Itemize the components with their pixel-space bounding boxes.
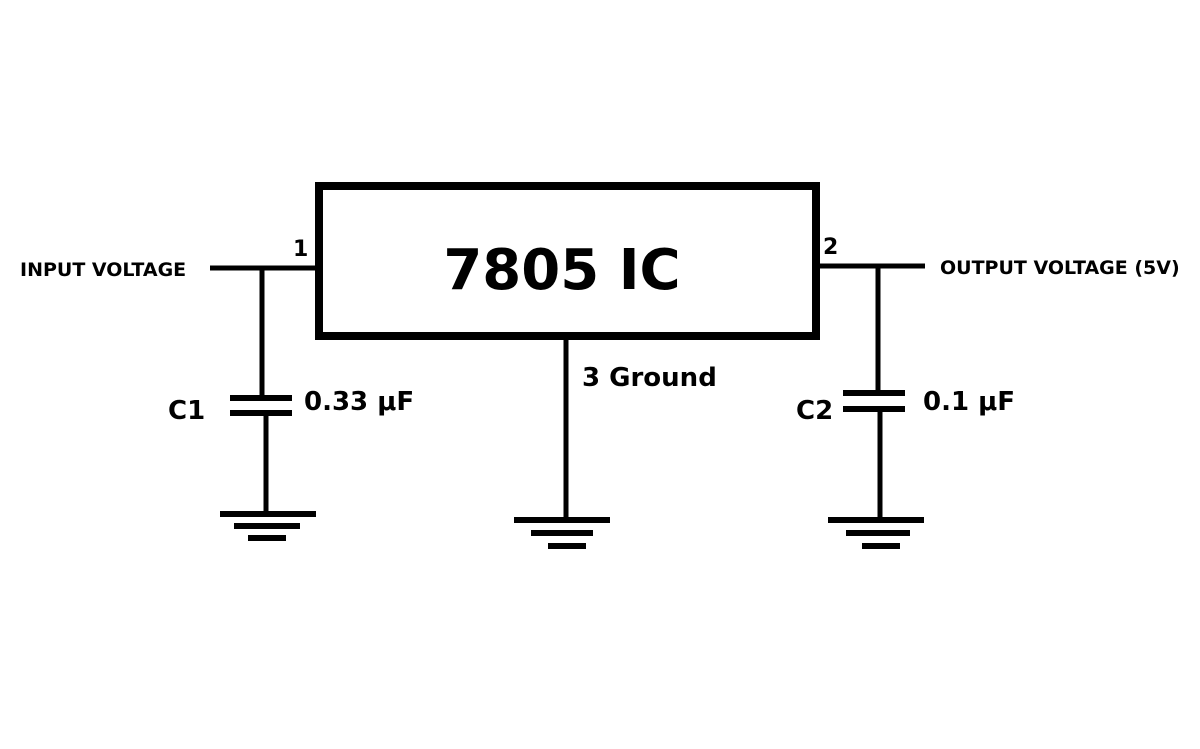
ic-ground-icon bbox=[514, 517, 610, 549]
ground-pin-label: 3 Ground bbox=[582, 363, 717, 393]
input-voltage-label: INPUT VOLTAGE bbox=[20, 259, 186, 281]
c1-value-label: 0.33 μF bbox=[304, 387, 414, 417]
c2-value-label: 0.1 μF bbox=[923, 387, 1015, 417]
output-voltage-label: OUTPUT VOLTAGE (5V) bbox=[940, 257, 1180, 279]
c1-ground-icon bbox=[220, 511, 316, 541]
pin-2-label: 2 bbox=[823, 235, 838, 260]
c1-name-label: C1 bbox=[168, 396, 205, 426]
pin-1-label: 1 bbox=[293, 237, 308, 262]
ic-label: 7805 IC bbox=[443, 238, 680, 303]
c2-name-label: C2 bbox=[796, 396, 833, 426]
ic-body bbox=[315, 182, 820, 340]
c2-ground-icon bbox=[828, 517, 924, 549]
